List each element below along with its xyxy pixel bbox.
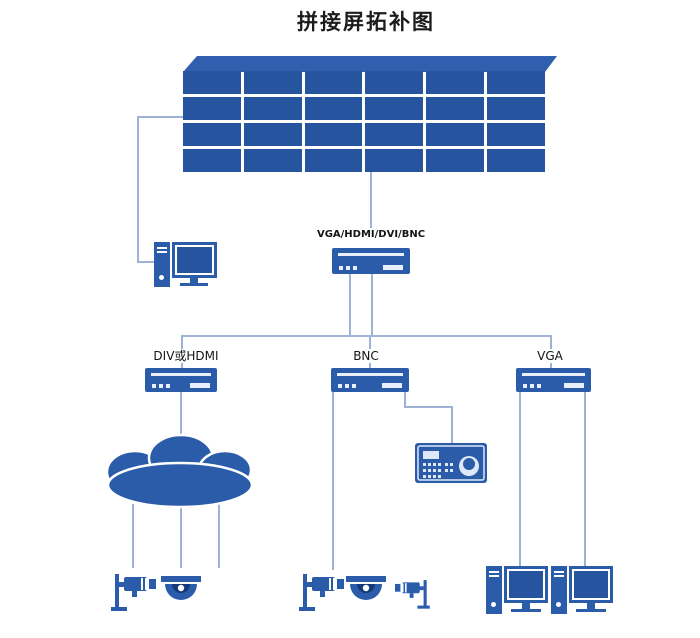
wall-panel	[183, 71, 241, 94]
page-title: 拼接屏拓补图	[297, 10, 435, 34]
pc-monitor-base	[576, 609, 606, 612]
decoder-right-device	[516, 368, 591, 392]
connector-line	[451, 406, 453, 443]
keyboard-controller-icon	[415, 443, 487, 483]
pc-monitor-icon	[569, 566, 613, 603]
connector-line	[180, 392, 182, 436]
bullet-camera-icon	[110, 570, 158, 614]
pc-monitor-stand	[190, 278, 198, 283]
wall-panel	[183, 149, 241, 172]
connector-line	[371, 274, 373, 336]
connector-line	[137, 116, 139, 263]
dome-camera-icon	[161, 574, 201, 607]
video-wall-grid	[183, 71, 545, 172]
connector-line	[137, 261, 155, 263]
connector-line	[404, 392, 406, 407]
wall-panel	[426, 97, 485, 120]
connector-line	[180, 508, 182, 568]
connector-line	[183, 335, 551, 337]
pc-tower-icon	[551, 566, 567, 614]
network-cloud-icon	[97, 430, 263, 510]
workstation-left	[486, 566, 552, 617]
wall-panel	[243, 97, 302, 120]
wall-panel	[487, 149, 545, 172]
device-ports	[152, 384, 171, 388]
wall-panel	[304, 123, 363, 146]
branch-middle-label: BNC	[316, 349, 416, 363]
pc-monitor-base	[180, 283, 208, 286]
pc-monitor-stand	[587, 603, 595, 609]
wall-panel	[487, 71, 545, 94]
video-wall-top-face	[183, 56, 557, 72]
bullet-camera-icon	[392, 577, 432, 611]
wall-panel	[365, 97, 424, 120]
decoder-left-device	[145, 368, 217, 392]
wall-panel	[304, 149, 363, 172]
bullet-camera-icon	[298, 570, 346, 614]
wall-panel	[426, 71, 485, 94]
pc-monitor-stand	[522, 603, 530, 609]
wall-panel	[183, 123, 241, 146]
control-pc	[154, 242, 220, 288]
wall-panel	[365, 123, 424, 146]
branch-left-label: DIV或HDMI	[136, 349, 236, 363]
connector-line	[370, 172, 372, 229]
dome-camera-icon	[346, 574, 386, 607]
pc-monitor-base	[511, 609, 541, 612]
connector-line	[349, 274, 351, 336]
pc-monitor-icon	[504, 566, 548, 603]
wall-panel	[487, 123, 545, 146]
wall-panel	[304, 97, 363, 120]
connector-line	[584, 392, 586, 567]
connector-line	[404, 406, 452, 408]
connector-line	[519, 392, 521, 567]
wall-panel	[304, 71, 363, 94]
connector-line	[332, 392, 334, 570]
branch-right-label: VGA	[500, 349, 600, 363]
pc-tower-icon	[486, 566, 502, 614]
processor-label: VGA/HDMI/DVI/BNC	[311, 228, 431, 241]
pc-monitor-icon	[172, 242, 217, 278]
wall-panel	[365, 149, 424, 172]
wall-panel	[487, 97, 545, 120]
wall-panel	[243, 123, 302, 146]
workstation-right	[551, 566, 617, 617]
wall-panel	[243, 149, 302, 172]
device-ports	[339, 266, 358, 270]
wall-panel	[426, 149, 485, 172]
device-ports	[523, 384, 542, 388]
device-ports	[338, 384, 357, 388]
connector-line	[132, 504, 134, 568]
connector-line	[137, 116, 183, 118]
decoder-middle-device	[331, 368, 409, 392]
wall-panel	[365, 71, 424, 94]
pc-tower-icon	[154, 242, 170, 287]
wall-panel	[183, 97, 241, 120]
wall-panel	[426, 123, 485, 146]
connector-line	[218, 504, 220, 568]
video-processor-device	[332, 248, 410, 274]
wall-panel	[243, 71, 302, 94]
